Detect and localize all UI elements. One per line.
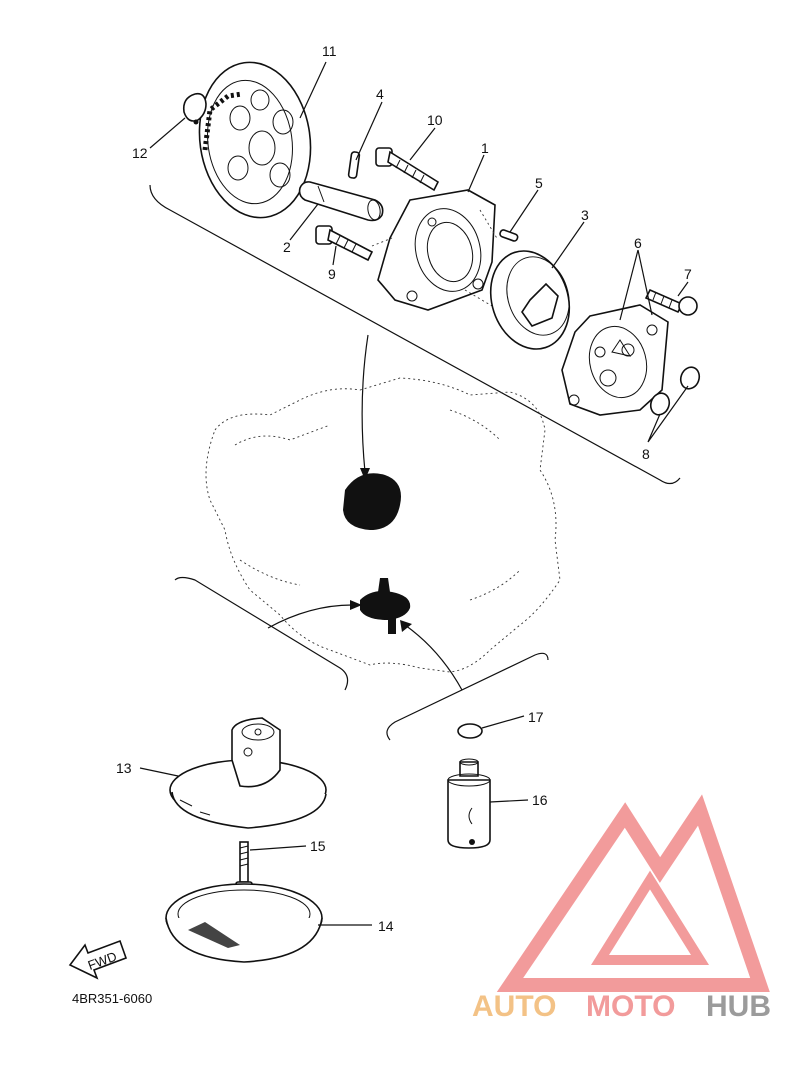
o-ring-upper [679, 366, 701, 390]
dowel-pin-5 [499, 229, 519, 242]
leader-15 [249, 845, 307, 851]
relief-valve [447, 758, 491, 849]
automotohub-logo: AUTO MOTO HUB [472, 794, 771, 1023]
leader-13 [139, 767, 179, 777]
callout-11: 11 [322, 43, 337, 59]
lower-right-arrowhead [400, 620, 412, 632]
pump-arrow [361, 334, 369, 473]
strainer-mount-spot [360, 578, 411, 634]
callout-12: 12 [132, 145, 148, 161]
callout-6: 6 [634, 235, 642, 251]
pump-mount-spot [343, 473, 401, 530]
callout-9: 9 [328, 266, 336, 282]
circlip [182, 92, 207, 125]
lower-right-arrow [404, 624, 463, 691]
lower-left-frame [174, 576, 349, 691]
bolt-9 [315, 225, 374, 262]
callout-2: 2 [283, 239, 291, 255]
lower-left-arrow [267, 604, 353, 629]
callout-7: 7 [684, 266, 692, 282]
callout-15: 15 [310, 838, 326, 854]
drawing-code: 4BR351-6060 [72, 991, 152, 1006]
o-ring-17 [457, 723, 483, 739]
callout-10: 10 [427, 112, 443, 128]
callout-3: 3 [581, 207, 589, 223]
pump-arrowhead [360, 468, 370, 480]
callout-8: 8 [642, 446, 650, 462]
oil-pump-gear [198, 61, 312, 219]
leader-lines-upper [149, 61, 689, 443]
bolt-7 [644, 288, 698, 316]
leader-17 [481, 715, 525, 729]
engine-outline [205, 377, 561, 673]
callout-16: 16 [532, 792, 548, 808]
pump-rotor [489, 250, 571, 350]
callout-5: 5 [535, 175, 543, 191]
oil-strainer [169, 717, 327, 829]
upper-frame-line [149, 184, 681, 485]
pump-housing [371, 189, 499, 311]
watermark-hub: HUB [706, 990, 771, 1023]
callout-14: 14 [378, 918, 394, 934]
callout-4: 4 [376, 86, 384, 102]
leader-16 [489, 799, 529, 803]
callout-1: 1 [481, 140, 489, 156]
pump-shaft [298, 181, 384, 222]
lower-right-frame [386, 652, 549, 741]
lower-left-arrowhead [350, 600, 362, 610]
o-ring-lower [649, 392, 671, 416]
watermark-moto: MOTO [586, 990, 675, 1023]
callout-17: 17 [528, 709, 544, 725]
callout-13: 13 [116, 760, 132, 776]
watermark-auto: AUTO [472, 990, 556, 1023]
fwd-arrow: FWD [68, 939, 128, 980]
strainer-cover [165, 883, 323, 963]
pump-cover [561, 304, 669, 416]
bolt-10 [375, 147, 440, 192]
